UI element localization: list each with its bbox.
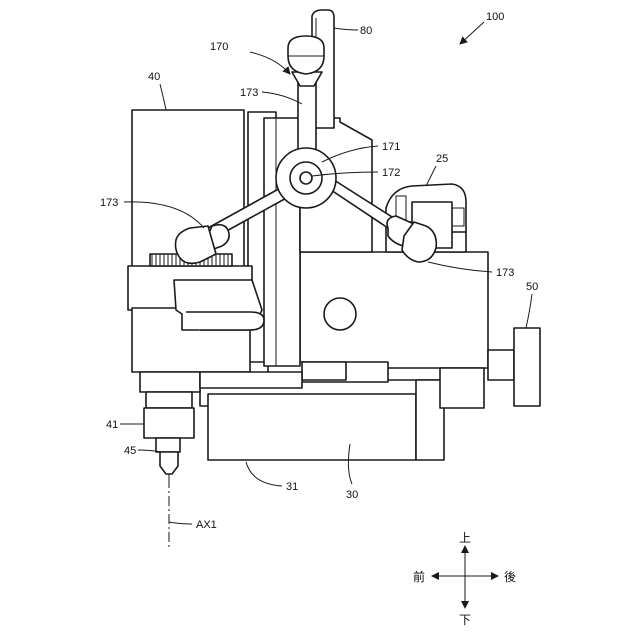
label-25: 25 (436, 153, 448, 165)
label-ax1: AX1 (196, 519, 217, 531)
label-172: 172 (382, 167, 400, 179)
label-100: 100 (486, 11, 504, 23)
label-173-left: 173 (100, 197, 118, 209)
drill-bit-45 (160, 452, 178, 478)
chuck-41 (144, 392, 194, 452)
side-handle-50 (488, 328, 540, 406)
direction-front-label: 前 (413, 569, 425, 584)
label-40: 40 (148, 71, 160, 83)
label-45: 45 (124, 445, 136, 457)
label-173-top: 173 (240, 87, 258, 99)
label-80: 80 (360, 25, 372, 37)
base-unit-30 (200, 380, 444, 460)
label-171: 171 (382, 141, 400, 153)
direction-indicator: 上 下 前 後 (413, 531, 516, 627)
label-30: 30 (346, 489, 358, 501)
direction-up-label: 上 (459, 531, 471, 545)
label-50: 50 (526, 281, 538, 293)
label-41: 41 (106, 419, 118, 431)
direction-rear-label: 後 (504, 570, 516, 584)
label-170: 170 (210, 41, 228, 53)
label-173-right: 173 (496, 267, 514, 279)
direction-down-label: 下 (459, 613, 471, 627)
label-31: 31 (286, 481, 298, 493)
